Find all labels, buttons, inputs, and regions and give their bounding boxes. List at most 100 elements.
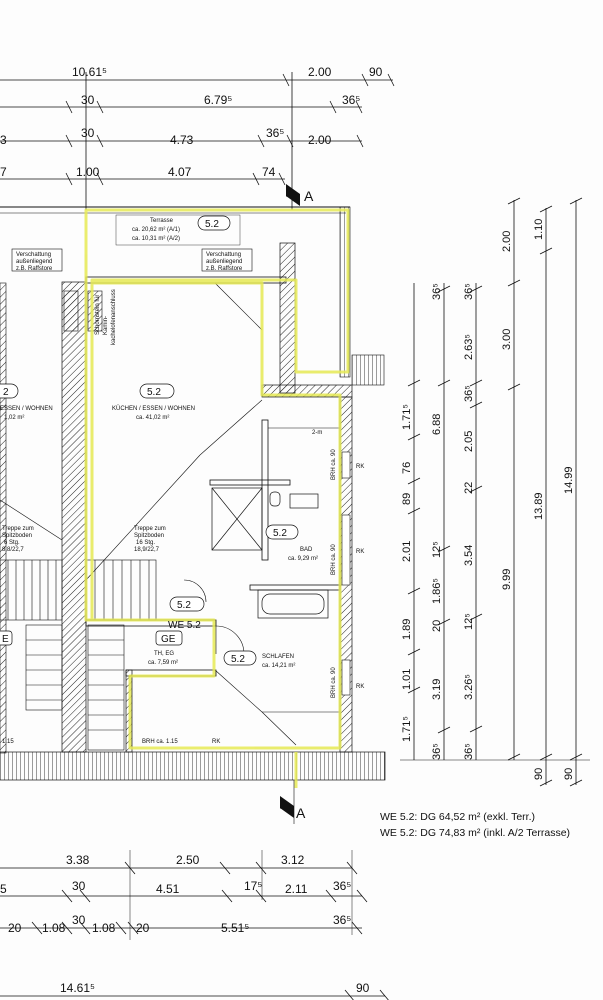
stairs-left-4: 8,8/22,7 — [2, 547, 24, 553]
section-mark-top: A — [286, 184, 314, 206]
terrace-tag: 5.2 — [205, 219, 219, 230]
bath-tag-frame — [265, 524, 299, 540]
dim-top-200b: 2.00 — [308, 133, 332, 147]
dim-b-250: 2.50 — [176, 853, 200, 867]
terrace-area-a1: ca. 20,62 m² (A/1) — [132, 227, 180, 233]
dim-b-5: 5 — [0, 882, 7, 896]
terrace-name: Terrasse — [150, 218, 174, 224]
dim-top-100: 1.00 — [76, 165, 100, 179]
kitchen-left-area: 1,02 m² — [4, 415, 24, 421]
doors — [183, 579, 245, 655]
hall-unit: WE 5.2 — [168, 620, 201, 631]
dim-r-354: 3.54 — [463, 545, 475, 566]
bath-tag: 5.2 — [273, 528, 287, 539]
dim-r-688: 6.88 — [431, 414, 443, 435]
stairs-right — [85, 559, 157, 751]
shaft-label-2: Kamin- — [103, 316, 109, 335]
dim-r-125b: 12⁵ — [463, 613, 475, 630]
dim-top-473: 4.73 — [170, 133, 194, 147]
dim-r-200: 2.00 — [501, 231, 513, 252]
stairs-left-2: Spitzboden — [2, 533, 32, 539]
washbasin-icon — [289, 493, 319, 509]
dim-b-5515: 5.51⁵ — [221, 921, 249, 935]
bath-fixtures — [211, 487, 329, 619]
stairs-right-1: Treppe zum — [134, 526, 166, 532]
dim-top-30a: 30 — [81, 93, 95, 107]
dim-b-365a: 36⁵ — [333, 879, 351, 893]
dim-r-189: 1.89 — [401, 619, 413, 640]
stairs-right-2: Spitzboden — [134, 533, 164, 539]
dim-r-205: 2.05 — [463, 431, 475, 452]
dim-b-365b: 36⁵ — [333, 913, 351, 927]
shading-left-2: außenliegend — [16, 259, 52, 265]
dim-r-89: 89 — [401, 493, 413, 505]
dim-b-312: 3.12 — [281, 853, 305, 867]
shading-left-3: z.B. Raffstore — [16, 266, 53, 272]
dim-r-1715b: 1.71⁵ — [401, 716, 413, 742]
right-dimension-lines — [400, 197, 590, 787]
rk-right-3: RK — [356, 684, 364, 690]
bath-name: BAD — [300, 547, 313, 553]
kitchen-left-tag-frame — [0, 383, 19, 399]
hall-area: ca. 7,59 m² — [148, 660, 178, 666]
right-dimension-texts: 36⁵ 36⁵ 2.63⁵ 3.00 2.00 1.10 36⁵ 1.71⁵ 6… — [401, 219, 575, 780]
dim-r-365-2: 36⁵ — [463, 283, 475, 300]
shading-right-1: Verschattung — [206, 252, 241, 258]
shading-right-3: z.B. Raffstore — [206, 266, 243, 272]
kitchen-tag: 5.2 — [147, 387, 161, 398]
window-marks — [341, 451, 351, 696]
brh-90-2: BRH ca. 90 — [331, 544, 337, 575]
dim-r-1389: 13.89 — [533, 492, 545, 520]
dim-b-30b: 30 — [72, 913, 86, 927]
kitchen-area: ca. 41,02 m² — [136, 415, 169, 421]
dim-top-365a: 36⁵ — [342, 93, 360, 107]
dim-top-365b: 36⁵ — [266, 126, 284, 140]
dim-r-365-1: 36⁵ — [431, 283, 443, 300]
hall-left-tag: E — [2, 634, 9, 645]
shading-right-2: außenliegend — [206, 259, 242, 265]
dim-r-76: 76 — [401, 462, 413, 474]
dim-r-1865: 1.86⁵ — [431, 578, 443, 604]
dim-r-125a: 12⁵ — [431, 541, 443, 558]
dim-r-90a: 90 — [533, 768, 545, 780]
dim-top-3: 3 — [0, 133, 7, 147]
stairs-right-3: 16 Stg. — [136, 540, 155, 546]
shading-left-1: Verschattung — [16, 252, 51, 258]
dim-r-90b: 90 — [563, 768, 575, 780]
dim-top-407: 4.07 — [168, 165, 192, 179]
shading-boxes — [11, 214, 253, 272]
hall-name: TH, EG — [154, 651, 174, 657]
dim-top-74: 74 — [262, 165, 276, 179]
hall-left-tag-frame — [0, 630, 13, 646]
dim-b-338: 3.38 — [66, 853, 90, 867]
dim-r-2635: 2.63⁵ — [463, 334, 475, 360]
bedroom-name: SCHLAFEN — [262, 654, 294, 660]
dim-r-110: 1.10 — [533, 219, 545, 240]
dim-r-300: 3.00 — [501, 329, 513, 350]
walls — [0, 206, 386, 781]
dim-top-1061: 10.61⁵ — [72, 65, 107, 79]
dim-r-365-4: 36⁵ — [431, 743, 443, 760]
stairs-left-3: 6 Stg. — [4, 540, 20, 546]
dim-r-101: 1.01 — [401, 669, 413, 690]
bedroom-tag: 5.2 — [231, 654, 245, 665]
dim-r-1715a: 1.71⁵ — [401, 404, 413, 430]
toilet-icon — [269, 491, 281, 507]
dim-top-6795: 6.79⁵ — [204, 93, 232, 107]
roof-lines — [0, 282, 340, 746]
rk-right-1: RK — [356, 464, 364, 470]
stairs-right-4: 18,9/22,7 — [134, 547, 160, 553]
dim-r-201: 2.01 — [401, 541, 413, 562]
section-label-bottom: A — [296, 805, 306, 821]
unit-highlight — [84, 208, 350, 788]
bedroom-tag-frame — [223, 650, 257, 666]
brh-left2: 1.15 — [2, 739, 14, 745]
bath-area: ca. 9,29 m² — [288, 556, 318, 562]
dim-top-7: 7 — [0, 165, 7, 179]
dim-b-211: 2.11 — [285, 882, 308, 896]
hall-tag2-frame — [169, 596, 205, 612]
section-mark-bottom: A — [280, 780, 306, 824]
dim-top-200a: 2.00 — [308, 65, 332, 79]
terrace-tag-frame — [197, 215, 231, 231]
